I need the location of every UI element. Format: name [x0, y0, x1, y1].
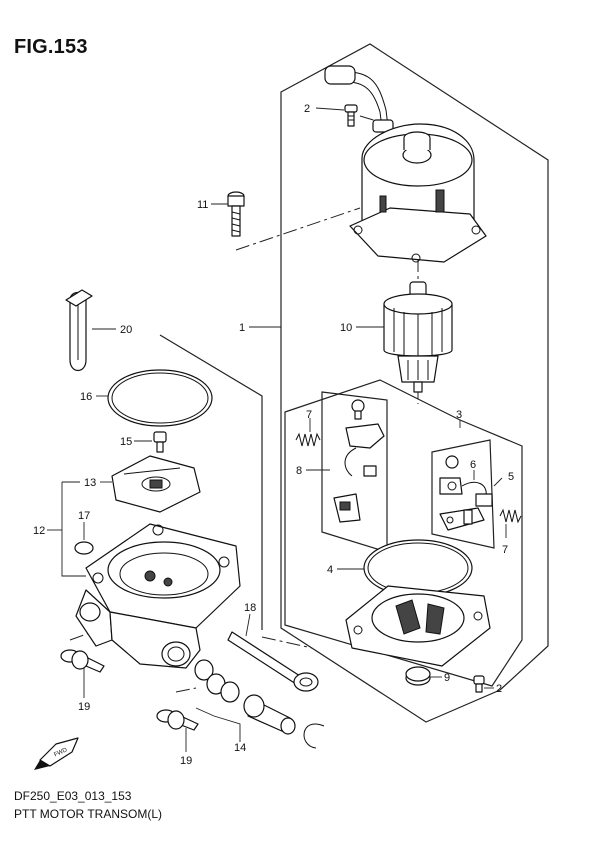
bolt-18-alignment-line [261, 636, 313, 649]
callout-13: 13 [84, 477, 96, 489]
callout-20: 20 [120, 324, 132, 336]
bolt-11-alignment-line [235, 207, 361, 251]
forward-direction-arrow: FWD [34, 737, 79, 770]
callout-7-left: 7 [306, 409, 312, 421]
screw-part-2-upper [344, 104, 358, 127]
spring-part-7-left [295, 432, 321, 447]
callout-5: 5 [508, 471, 514, 483]
screw-2-alignment-line [359, 115, 381, 123]
callout-1: 1 [239, 322, 245, 334]
callout-3: 3 [456, 409, 462, 421]
o-ring-part-4 [363, 539, 473, 597]
callout-2-upper: 2 [304, 103, 310, 115]
callout-14: 14 [234, 742, 246, 754]
brush-part-8 [333, 399, 385, 523]
circlip [303, 723, 325, 749]
callout-6: 6 [470, 459, 476, 471]
callout-10: 10 [340, 322, 352, 334]
callout-9: 9 [444, 672, 450, 684]
callout-numbers: 2 11 1 10 20 16 15 13 17 12 7 8 3 6 5 7 … [33, 103, 514, 767]
armature-part-10 [383, 281, 453, 393]
callout-7-right: 7 [502, 544, 508, 556]
callout-8: 8 [296, 465, 302, 477]
brush-subassembly-frame-right [431, 439, 495, 549]
o-ring-part-16 [107, 369, 213, 427]
pump-assembly-frame [159, 334, 263, 630]
brush-holder-plate [345, 585, 491, 667]
o-ring-part-17 [74, 541, 94, 555]
motor-assembly-frame [280, 43, 549, 723]
callout-19-upper: 19 [78, 701, 90, 713]
clip-part-20 [65, 289, 93, 372]
bolt-19-lower-alignment-line [175, 687, 197, 693]
brush-holder-assembly-frame [284, 379, 523, 687]
motor-housing-part-1 [324, 65, 487, 263]
callout-18: 18 [244, 602, 256, 614]
leader-lines [47, 107, 507, 752]
valve-part-14 [194, 659, 296, 735]
brush-part-5-6 [439, 455, 493, 531]
bolt-part-18 [227, 631, 319, 692]
callout-2-lower: 2 [496, 683, 502, 695]
callout-17: 17 [78, 510, 90, 522]
diagram-code: DF250_E03_013_153 [14, 789, 132, 803]
callout-4: 4 [327, 564, 333, 576]
fitting-part-15 [153, 431, 167, 453]
bolt-part-19-upper [60, 649, 105, 673]
callout-19-lower: 19 [180, 755, 192, 767]
figure-title: FIG.153 [14, 36, 88, 58]
screw-part-2-lower [473, 675, 485, 693]
callout-12: 12 [33, 525, 45, 537]
diagram-description: PTT MOTOR TRANSOM(L) [14, 807, 163, 821]
bolt-part-19-lower [156, 709, 199, 731]
callout-16: 16 [80, 391, 92, 403]
callout-15: 15 [120, 436, 132, 448]
pump-body-part-12 [75, 523, 241, 669]
callout-11: 11 [197, 199, 208, 211]
seal-part-9 [405, 666, 431, 686]
spring-part-7-right [499, 508, 522, 524]
bolt-part-11 [227, 191, 245, 237]
cover-part-13 [111, 455, 201, 513]
fwd-label: FWD [53, 747, 69, 758]
